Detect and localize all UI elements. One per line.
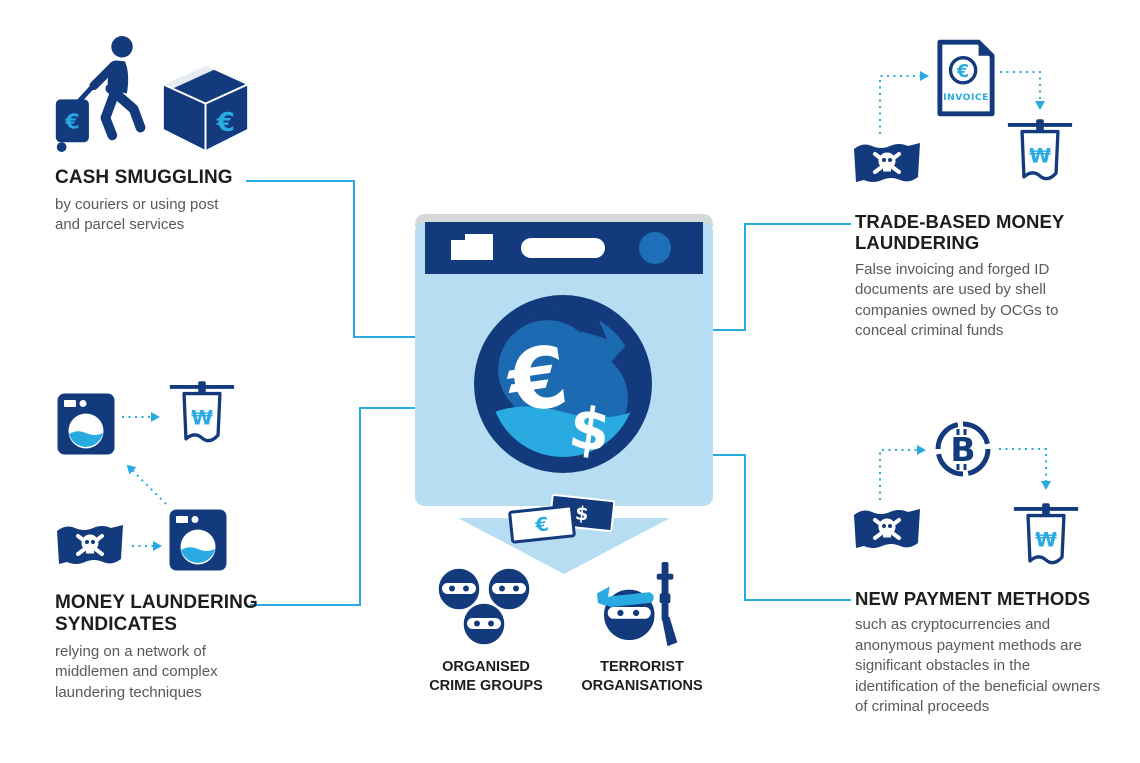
suitcase-euro-symbol: € <box>64 110 79 134</box>
drum-euro-symbol: € <box>500 327 574 432</box>
clean-money-currency-symbol: ₩ <box>1029 145 1051 168</box>
terrorist-icon <box>596 561 678 647</box>
section-new-payment-methods: NEW PAYMENT METHODS such as cryptocurren… <box>855 588 1107 717</box>
flow-invoice-to-clean-money <box>1000 71 1045 110</box>
trade-based-title: TRADE-BASED MONEY LAUNDERING <box>855 211 1064 254</box>
balaclava-head-icon <box>461 601 507 647</box>
invoice-label: INVOICE <box>943 92 989 103</box>
drum-dollar-symbol: $ <box>565 393 614 466</box>
flow-washer-to-washer <box>126 464 167 505</box>
parcel-euro-symbol: € <box>216 108 235 138</box>
organised-crime-groups-icon <box>436 566 532 647</box>
flow-dirty-money-to-invoice <box>879 71 929 134</box>
rifle-icon <box>656 561 678 647</box>
drum-water-wave <box>490 406 636 457</box>
new-payment-description: such as cryptocurrencies and anonymous p… <box>855 616 1101 716</box>
bandana-band <box>605 592 654 607</box>
output-banknote-euro: € <box>508 504 576 544</box>
terrorist-organisations-label: TERRORIST ORGANISATIONS <box>581 659 703 694</box>
section-money-laundering-syndicates: MONEY LAUNDERING SYNDICATES relying on a… <box>55 592 270 703</box>
parcel-icon: € <box>160 63 251 153</box>
flow-dirty-money-to-bitcoin <box>879 445 926 500</box>
balaclava-head-icon <box>436 566 482 612</box>
cash-smuggling-description: by couriers or using post and parcel ser… <box>55 196 219 234</box>
trade-based-description: False invoicing and forged ID documents … <box>855 260 1059 340</box>
bitcoin-symbol: B <box>950 430 975 469</box>
connector-syndicates <box>250 407 460 606</box>
syndicates-description: relying on a network of middlemen and co… <box>55 643 218 701</box>
washing-machine-small-icon <box>57 393 115 455</box>
eye-band <box>607 607 651 619</box>
bitcoin-icon: B <box>935 421 991 477</box>
section-trade-based-money-laundering: TRADE-BASED MONEY LAUNDERING False invoi… <box>855 211 1095 341</box>
courier-icon: € <box>55 36 146 152</box>
new-payment-title: NEW PAYMENT METHODS <box>855 588 1091 609</box>
machine-knob <box>639 232 671 264</box>
balaclava-head-icon <box>486 566 532 612</box>
dirty-money-skull-icon <box>854 143 920 182</box>
organised-crime-groups-label: ORGANISED CRIME GROUPS <box>429 659 543 694</box>
invoice-icon: € INVOICE <box>937 39 995 117</box>
svg-text:$: $ <box>574 502 589 525</box>
connector-cash-smuggling <box>246 180 460 338</box>
syndicates-title: MONEY LAUNDERING SYNDICATES <box>55 592 258 636</box>
clean-money-currency-symbol: ₩ <box>1035 529 1057 552</box>
clean-money-hanging-icon: ₩ <box>1007 119 1073 181</box>
machine-display <box>521 238 605 258</box>
clean-money-hanging-icon: ₩ <box>1013 503 1079 565</box>
invoice-euro-symbol: € <box>956 62 969 82</box>
svg-text:€: € <box>533 513 549 536</box>
detergent-drawer <box>451 234 493 260</box>
clean-money-currency-symbol: ₩ <box>191 407 213 430</box>
washing-machine-small-icon <box>169 509 227 571</box>
section-cash-smuggling: CASH SMUGGLING by couriers or using post… <box>55 167 255 236</box>
dirty-money-skull-icon <box>57 525 123 564</box>
flow-bitcoin-to-clean-money <box>999 448 1051 490</box>
cash-smuggling-title: CASH SMUGGLING <box>55 167 233 188</box>
dirty-money-skull-icon <box>854 509 920 548</box>
central-washing-machine: € $ $ € <box>415 214 713 574</box>
clean-money-hanging-icon: ₩ <box>169 381 235 443</box>
